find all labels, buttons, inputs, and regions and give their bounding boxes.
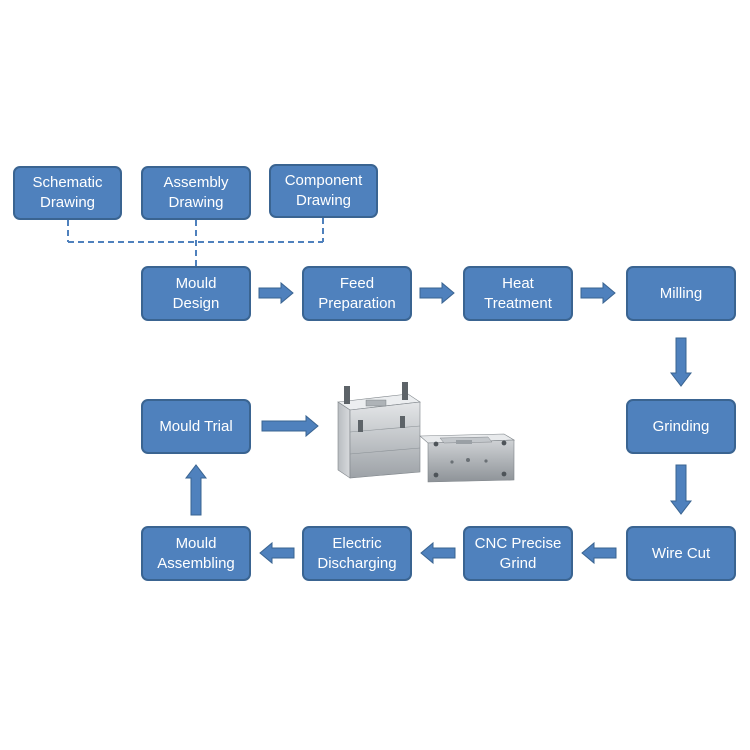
arrow-right [258, 281, 294, 305]
arrow-right [261, 414, 319, 438]
node-feed-preparation: Feed Preparation [302, 266, 412, 321]
node-electric-discharging: Electric Discharging [302, 526, 412, 581]
node-cnc-precise-grind: CNC Precise Grind [463, 526, 573, 581]
node-component-drawing: Component Drawing [269, 164, 378, 218]
node-schematic-drawing: Schematic Drawing [13, 166, 122, 220]
node-mould-design: Mould Design [141, 266, 251, 321]
node-assembly-drawing: Assembly Drawing [141, 166, 251, 220]
arrow-right [419, 281, 455, 305]
arrow-down [669, 464, 693, 515]
arrow-left [259, 541, 295, 565]
node-heat-treatment: Heat Treatment [463, 266, 573, 321]
node-wire-cut: Wire Cut [626, 526, 736, 581]
dashed-connector [67, 218, 324, 266]
node-grinding: Grinding [626, 399, 736, 454]
arrow-down [669, 337, 693, 387]
arrow-left [420, 541, 456, 565]
node-mould-assembling: Mould Assembling [141, 526, 251, 581]
node-mould-trial: Mould Trial [141, 399, 251, 454]
mould-photo [337, 382, 516, 483]
arrow-left [581, 541, 617, 565]
arrow-right [580, 281, 616, 305]
node-milling: Milling [626, 266, 736, 321]
arrow-up [184, 464, 208, 516]
